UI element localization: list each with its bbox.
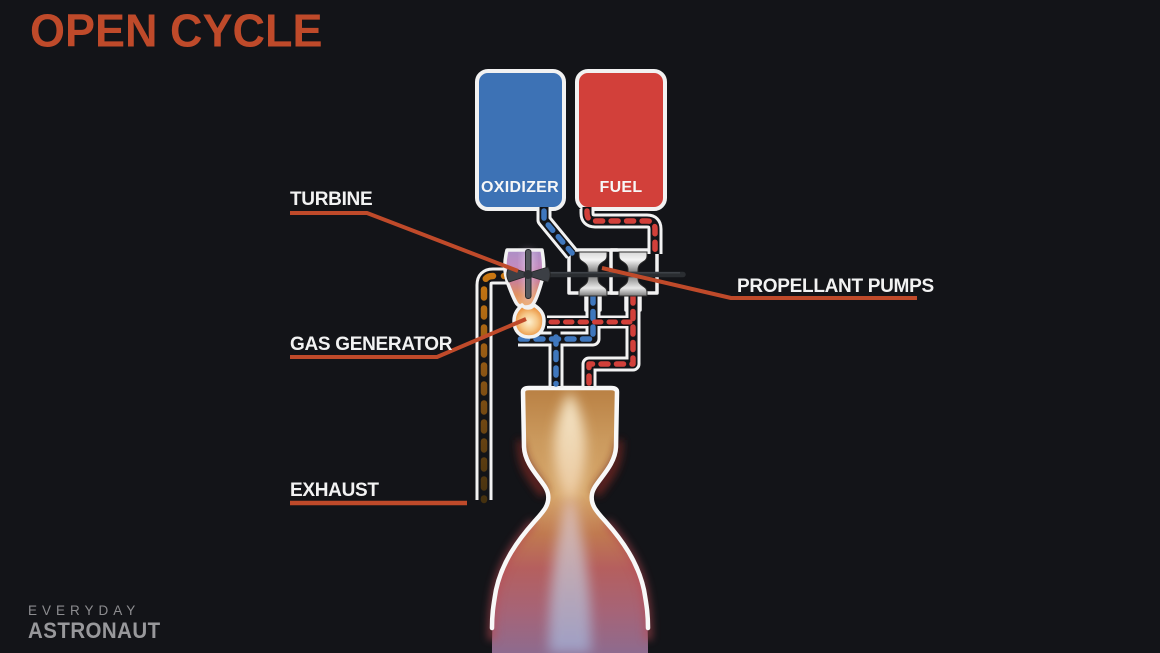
combustion-chamber-and-nozzle (487, 385, 653, 653)
everyday-astronaut-logo: EVERYDAY ASTRONAUT (28, 604, 171, 642)
gas-generator-callout-label: GAS GENERATOR (290, 334, 453, 355)
exhaust-callout-label: EXHAUST (290, 480, 379, 501)
turbine-rotor (506, 249, 551, 299)
logo-line-astronaut: ASTRONAUT (28, 617, 161, 643)
oxidizer-tank-label: OXIDIZER (481, 179, 559, 196)
turbine-rotor-cone-right (529, 266, 551, 283)
callout-lines (290, 211, 917, 506)
fuel-feed-pipe (579, 205, 663, 254)
logo-line-everyday: EVERYDAY (28, 603, 141, 618)
turbine-rotor-hub (523, 270, 533, 279)
turbine-pointer-line (290, 211, 519, 273)
page-title: OPEN CYCLE (30, 4, 323, 58)
propellant-pumps-pointer-line (601, 266, 917, 300)
gas-generator (512, 303, 546, 339)
fuel-tank: FUEL (575, 69, 667, 211)
pump-shaft (525, 271, 686, 278)
turbine-callout-label: TURBINE (290, 189, 372, 210)
flow-dashes (480, 208, 658, 504)
chamber-core-flame (554, 392, 586, 499)
exhaust-flow-line (480, 272, 516, 504)
fuel-flow-line (584, 208, 658, 255)
propellant-pumps-callout-label: PROPELLANT PUMPS (737, 276, 934, 297)
fuel-discharge-flow (586, 293, 636, 387)
oxidizer-flow-line (541, 208, 575, 256)
gas-generator-pointer-line (290, 317, 527, 359)
oxidizer-tank: OXIDIZER (475, 69, 566, 211)
nozzle-outline (489, 385, 651, 631)
oxidizer-discharge-flow (515, 293, 596, 342)
fuel-tank-label: FUEL (600, 179, 643, 196)
bell-core-flame (548, 500, 592, 653)
